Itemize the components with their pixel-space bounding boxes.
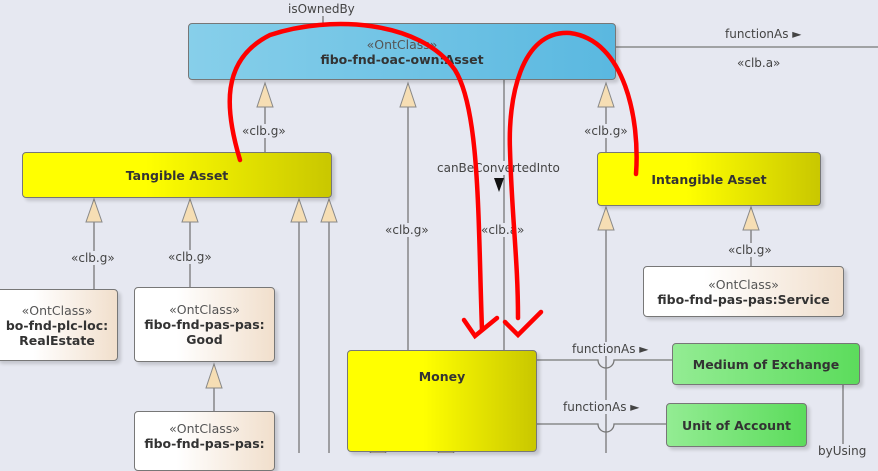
class-asset[interactable]: «OntClass»fibo-fnd-oac-own:Asset	[188, 23, 616, 80]
class-name: Medium of Exchange	[692, 356, 840, 372]
annotation-arrow-1	[227, 21, 485, 333]
class-name: fibo-fnd-pas-pas:	[144, 436, 265, 451]
class-name: Unit of Account	[682, 417, 791, 433]
label-clbg: «clb.g»	[242, 124, 286, 138]
class-name: bo-fnd-plc-loc:	[5, 317, 109, 333]
label-clbg: «clb.g»	[584, 124, 628, 138]
class-medium-of-exchange[interactable]: Medium of Exchange	[672, 343, 860, 385]
class-name: Money	[418, 369, 466, 384]
label-canbeconvertedinto: canBeConvertedInto	[437, 161, 560, 175]
label-functionas: functionAs ►	[725, 27, 802, 41]
annotation-arrowhead-2	[502, 309, 544, 339]
class-unit-of-account[interactable]: Unit of Account	[666, 403, 807, 447]
annotation-arrowhead-1	[461, 315, 500, 340]
annotation-arrow-2	[507, 30, 639, 321]
label-clbg: «clb.g»	[71, 251, 115, 265]
class-money[interactable]: Money	[347, 350, 537, 452]
label-isownedby: isOwnedBy	[288, 2, 355, 16]
direction-arrow-icon	[494, 178, 504, 192]
label-functionas: functionAs ►	[572, 342, 649, 356]
class-good[interactable]: «OntClass»fibo-fnd-pas-pas:Good	[134, 287, 275, 362]
class-realestate[interactable]: «OntClass»bo-fnd-plc-loc:RealEstate	[0, 289, 118, 361]
class-intangible-asset[interactable]: Intangible Asset	[597, 152, 821, 206]
class-tangible-asset[interactable]: Tangible Asset	[22, 152, 332, 198]
red-annotation-arrows	[227, 21, 639, 340]
class-name-2: Good	[186, 332, 223, 347]
label-clba: «clb.a»	[737, 56, 781, 70]
class-service[interactable]: «OntClass»fibo-fnd-pas-pas:Service	[643, 266, 844, 317]
stereotype: «OntClass»	[169, 302, 240, 317]
stereotype: «OntClass»	[21, 302, 93, 318]
stereotype: «OntClass»	[708, 276, 779, 292]
class-name: fibo-fnd-pas-pas:Service	[657, 291, 830, 307]
label-clbg: «clb.g»	[385, 223, 429, 237]
class-name: Tangible Asset	[125, 167, 229, 183]
class-name: Intangible Asset	[651, 171, 767, 187]
label-clbg: «clb.g»	[728, 243, 772, 257]
label-clbg: «clb.g»	[168, 250, 212, 264]
stereotype: «OntClass»	[169, 421, 240, 436]
class-name-2: RealEstate	[19, 332, 95, 348]
label-functionas: functionAs ►	[563, 400, 640, 414]
class-name: fibo-fnd-pas-pas:	[144, 317, 265, 332]
